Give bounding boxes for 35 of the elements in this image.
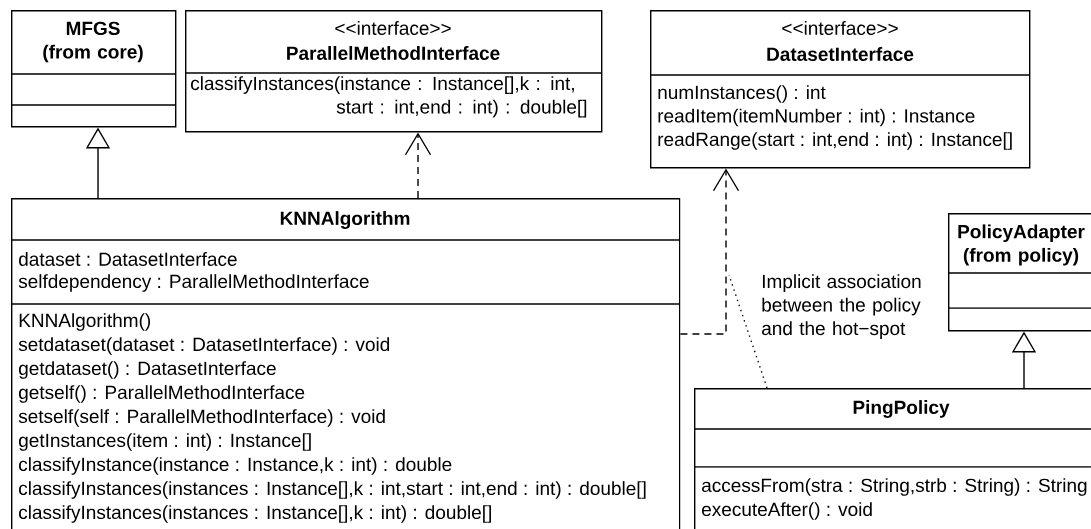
dotted-line [728, 274, 768, 389]
class-name: MFGS (from core) [43, 21, 143, 63]
stereotype-label: <<interface>> [782, 21, 898, 35]
class-box [10, 10, 177, 128]
method-signature: getInstances(item : int) : Instance[] [19, 433, 311, 451]
method-signature: readItem(itemNumber : int) : Instance [658, 108, 975, 127]
class-box [649, 10, 1031, 169]
class-name: DatasetInterface [767, 47, 914, 61]
attribute: dataset : DatasetInterface [19, 252, 237, 266]
method-signature: getself() : ParallelMethodInterface [19, 385, 305, 403]
edge-label: Implicit association between the policy and the hot−spot [762, 274, 921, 339]
method-signature: classifyInstances(instances : Instance[],k : int) : double[] [19, 505, 491, 523]
class-box [184, 10, 603, 133]
class-name: KNNAlgorithm [280, 211, 410, 229]
realization-arrow [679, 168, 740, 335]
class-box [947, 213, 1091, 332]
class-name: PolicyAdapter (from policy) [958, 224, 1085, 266]
class-box [693, 388, 1091, 529]
method-signature: readRange(start : int,end : int) : Instance[] [658, 132, 1012, 150]
method-signature: setself(self : ParallelMethodInterface) : void [18, 409, 385, 427]
method-signature: executeAfter() : void [702, 502, 872, 520]
method-signature: numInstances() : int [658, 85, 826, 103]
class-box [10, 198, 681, 529]
method-signature: classifyInstances(instance : Instance[],k : int, start : int,end : int) : double[] [191, 76, 587, 118]
realization-arrow [404, 132, 432, 199]
method-signature: accessFrom(stra : String,strb : String) : String [702, 478, 1087, 496]
method-signature: setdataset(dataset : DatasetInterface) : void [18, 337, 390, 355]
attribute: selfdependency : ParallelMethodInterface [18, 274, 369, 292]
method-signature: KNNAlgorithm() [19, 313, 151, 331]
method-signature: getdataset() : DatasetInterface [19, 361, 276, 379]
method-signature: classifyInstances(instances : Instance[],k : int,start : int,end : int) : double[] [19, 481, 646, 499]
class-name: PingPolicy [853, 400, 950, 418]
class-name: ParallelMethodInterface [287, 46, 500, 60]
method-signature: classifyInstance(instance : Instance,k : int) : double [19, 457, 452, 475]
stereotype-label: <<interface>> [335, 21, 451, 35]
